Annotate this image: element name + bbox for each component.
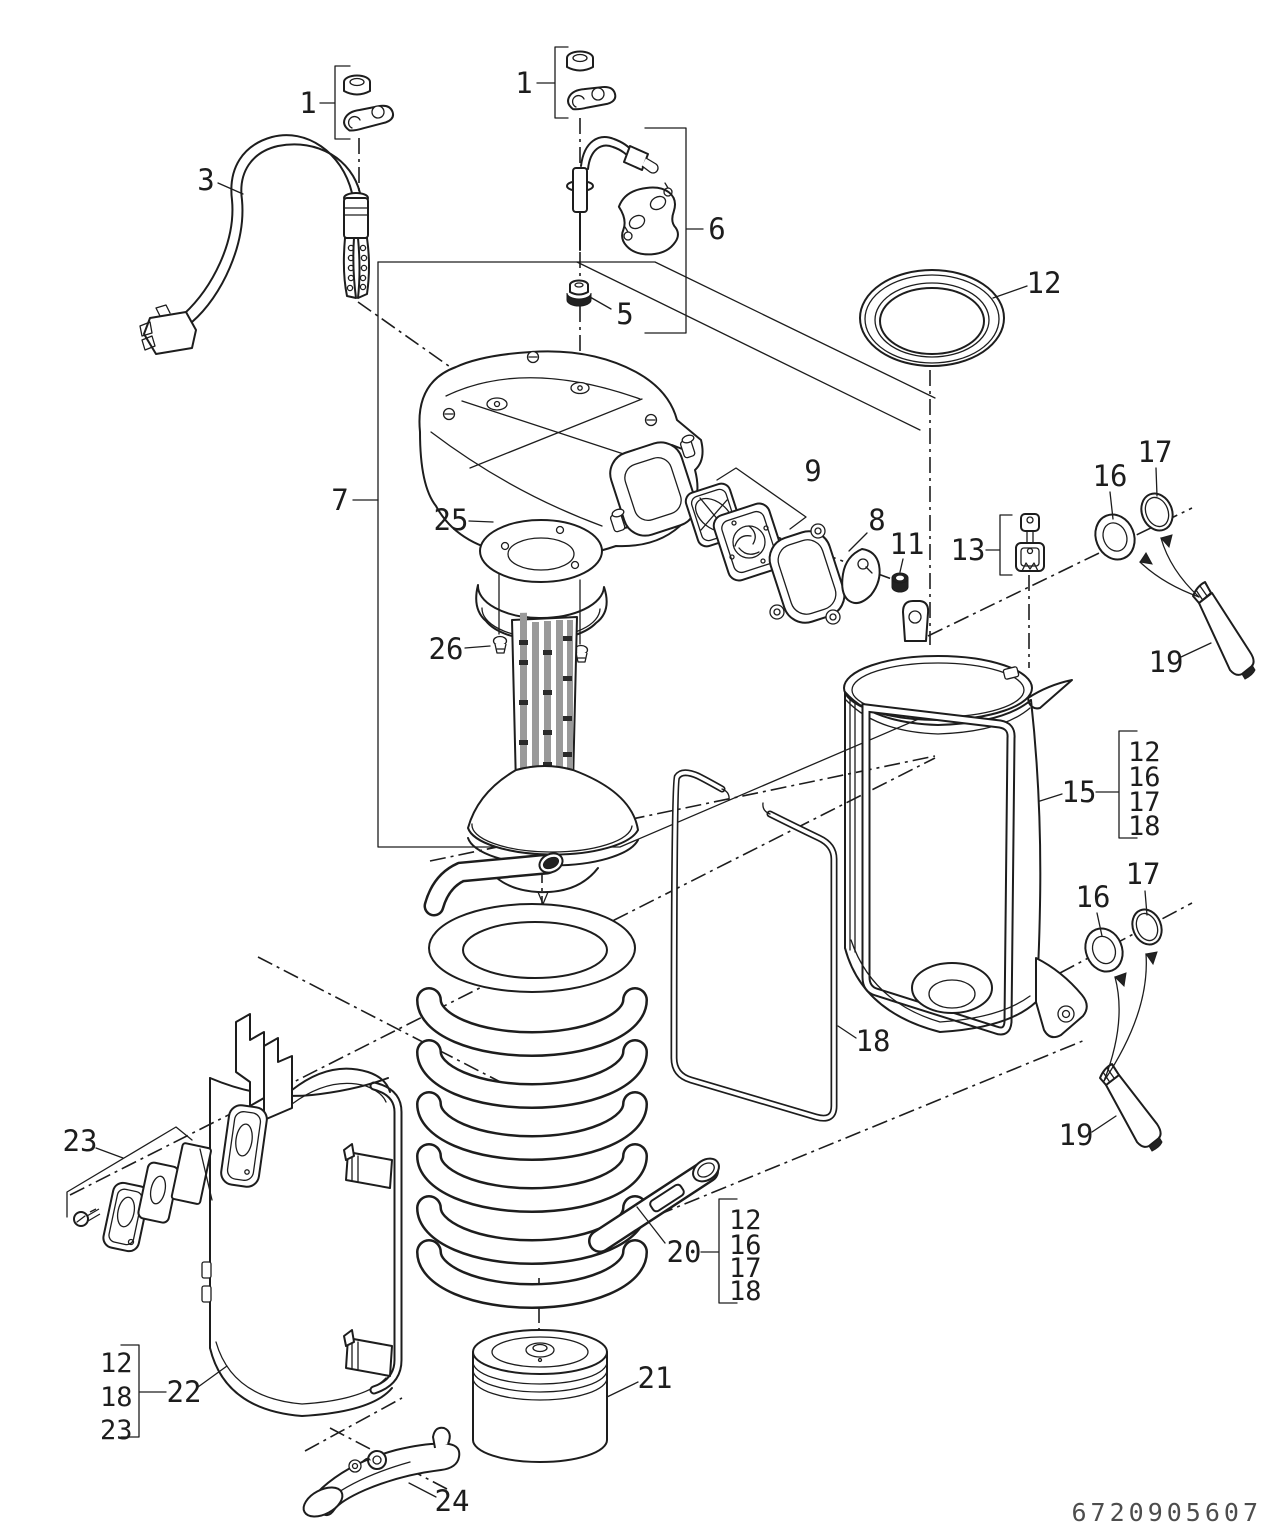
fixing-set-left (343, 74, 395, 132)
callout-1-left-label: 1 (299, 86, 316, 120)
fan-screws (442, 350, 658, 427)
fan-assembly-part7 (418, 350, 704, 559)
callout-16-top-label: 16 (1093, 459, 1128, 493)
callout-18: 18 (837, 1024, 891, 1058)
group-22: 22 12 18 23 (100, 1344, 228, 1446)
ionization-electrode-part6 (566, 136, 679, 256)
group-20-item-3: 18 (729, 1276, 762, 1307)
group-20-item-0: 12 (729, 1205, 762, 1236)
group-22-item-2: 23 (100, 1415, 133, 1446)
o-ring-part12 (859, 269, 1005, 367)
group-20-item-1: 16 (729, 1230, 762, 1261)
callout-22-label: 22 (167, 1375, 202, 1409)
callout-3-label: 3 (197, 163, 214, 197)
callout-1-mid-label: 1 (515, 66, 532, 100)
callout-12-label: 12 (1027, 266, 1062, 300)
callout-9-label: 9 (804, 454, 821, 488)
callout-19-bottom: 19 (1059, 1115, 1117, 1152)
cover-plate-teardrop (841, 548, 881, 605)
callout-25: 25 (434, 503, 494, 537)
jacket-port-gasket (220, 1104, 268, 1188)
inner-jacket-part22 (201, 1013, 403, 1417)
group-15-item-3: 18 (1128, 811, 1161, 842)
sensor-clip-part13 (1015, 513, 1045, 572)
assembly-7-region-outline (377, 261, 936, 848)
callout-7: 7 (331, 483, 379, 517)
callout-7-label: 7 (331, 483, 348, 517)
callout-17-bottom: 17 (1126, 857, 1161, 916)
clip-lever-part24 (302, 1426, 461, 1518)
inspection-port-set-part23 (73, 1142, 213, 1253)
callout-17-bottom-label: 17 (1126, 857, 1161, 891)
jacket-latch-upper (343, 1143, 393, 1189)
mixing-plates-part9 (684, 482, 786, 582)
callouts: 1 1 3 5 6 7 8 9 (63, 46, 1212, 1518)
coil-inlet-pipe (423, 852, 564, 917)
grommet-part5 (566, 279, 592, 307)
callout-17-top-label: 17 (1138, 435, 1173, 469)
callout-16-bottom-label: 16 (1076, 880, 1111, 914)
jacket-latch-lower (343, 1329, 393, 1377)
callout-26-label: 26 (429, 632, 464, 666)
seal-ring-16-top (1094, 513, 1136, 561)
o-ring-17-bottom (1131, 908, 1163, 946)
callout-23-label: 23 (63, 1124, 98, 1158)
heat-exchanger-coil (416, 903, 648, 1309)
callout-15-label: 15 (1062, 775, 1097, 809)
callout-13: 13 (951, 514, 1013, 576)
callout-1-left: 1 (299, 65, 351, 140)
venturi-flange (609, 434, 697, 537)
group-22-item-0: 12 (100, 1348, 133, 1379)
nut-part11 (891, 572, 909, 593)
ignition-electrode-part3 (139, 134, 370, 355)
grease-tube-19-top (1139, 534, 1256, 680)
flange-gasket-part8 (768, 523, 846, 625)
group-15-item-0: 12 (1128, 737, 1161, 768)
callout-16-bottom: 16 (1076, 880, 1111, 937)
callout-23: 23 (63, 1124, 193, 1218)
grease-tube-19-bottom (1099, 951, 1163, 1152)
document-number: 6720905607 (1071, 1498, 1262, 1527)
callout-16-top: 16 (1093, 459, 1128, 520)
callout-11: 11 (890, 527, 925, 573)
callout-6-label: 6 (708, 212, 725, 246)
callout-6: 6 (644, 127, 726, 334)
group-22-item-1: 18 (100, 1382, 133, 1413)
callout-9: 9 (716, 454, 822, 530)
callout-3: 3 (197, 163, 244, 197)
callout-11-label: 11 (890, 527, 925, 561)
outlet-pipe-part20 (588, 1157, 720, 1253)
group-20: 20 12 16 17 18 (636, 1198, 762, 1307)
callout-5-label: 5 (616, 297, 633, 331)
callout-21: 21 (606, 1361, 673, 1398)
callout-8-label: 8 (868, 503, 885, 537)
seal-ring-16-bottom (1084, 927, 1124, 973)
callout-26: 26 (429, 632, 491, 666)
group-15: 15 12 16 17 18 (1039, 730, 1161, 842)
group-20-item-2: 17 (729, 1253, 762, 1284)
callout-12: 12 (992, 266, 1062, 300)
heat-exchanger-shell-part15 (843, 600, 1088, 1039)
callout-25-label: 25 (434, 503, 469, 537)
group-15-item-2: 17 (1128, 787, 1161, 818)
callout-13-label: 13 (951, 533, 986, 567)
callout-8: 8 (848, 503, 886, 552)
fixing-set-middle (566, 50, 617, 111)
callout-24-label: 24 (435, 1484, 470, 1518)
callout-24: 24 (408, 1482, 470, 1518)
callout-20-label: 20 (667, 1235, 702, 1269)
gasket-frame-part18 (670, 769, 838, 1122)
callout-1-mid: 1 (515, 46, 569, 119)
callout-19-bottom-label: 19 (1059, 1118, 1094, 1152)
burner-screws-part26 (492, 635, 589, 663)
callout-18-label: 18 (856, 1024, 891, 1058)
callout-21-label: 21 (638, 1361, 673, 1395)
group-15-item-1: 16 (1128, 762, 1161, 793)
callout-19-top: 19 (1149, 642, 1212, 679)
callout-19-top-label: 19 (1149, 645, 1184, 679)
cup-part21 (472, 1329, 608, 1463)
callout-5: 5 (589, 296, 634, 331)
o-ring-17-top (1140, 492, 1174, 532)
callout-17-top: 17 (1138, 435, 1173, 497)
